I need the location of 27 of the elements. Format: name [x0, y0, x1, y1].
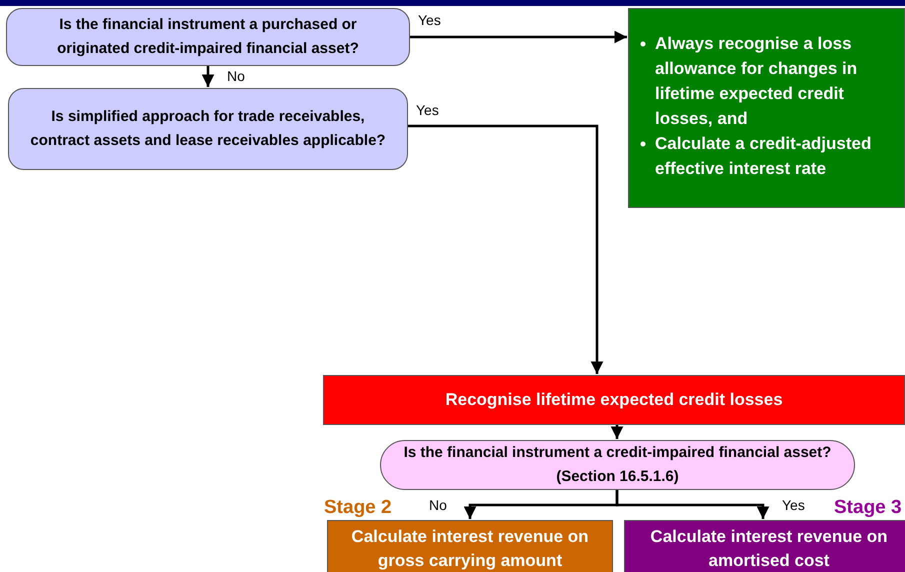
decision-box	[8, 88, 408, 170]
edge-label: Yes	[781, 497, 806, 513]
edge-label: No	[428, 497, 448, 513]
arrow	[408, 124, 604, 374]
question-text: Is the financial instrument a credit-impaired financial asset? (Section 16.5.1.6)	[402, 443, 832, 487]
arrow	[202, 66, 214, 87]
step-text: Calculate interest revenue on amortised cost	[649, 526, 889, 572]
decision-box	[6, 8, 410, 66]
arrow	[610, 425, 624, 439]
bullet-text: Always recognise a loss allowance for changes in lifetime expected credit losses, and	[633, 31, 898, 131]
process-box	[323, 375, 905, 425]
edge-label: No	[226, 68, 246, 84]
stage-label: Stage 3	[834, 497, 902, 519]
result-box	[628, 8, 905, 208]
process-box	[624, 520, 905, 572]
bullet-text: Calculate a credit-adjusted effective interest rate	[633, 131, 898, 181]
edge-label: Yes	[415, 102, 440, 118]
step-text: Calculate interest revenue on gross carrying amount	[350, 526, 590, 572]
stage-label: Stage 2	[324, 497, 392, 519]
arrow	[410, 30, 627, 44]
process-box	[327, 520, 613, 572]
arrow	[616, 490, 770, 519]
question-text: Is the financial instrument a purchased or originated credit-impaired financial asset?	[56, 15, 360, 59]
question-text: Is simplified approach for trade receivables, contract assets and lease receivables applicable?	[29, 107, 387, 151]
edge-label: Yes	[417, 12, 442, 28]
decision-box	[380, 440, 855, 490]
step-text: Recognise lifetime expected credit losses	[444, 389, 784, 411]
